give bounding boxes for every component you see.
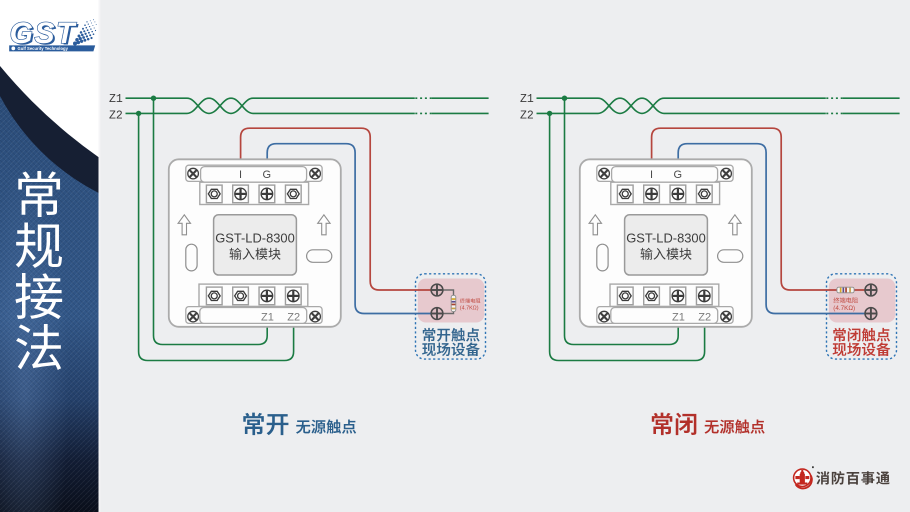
svg-text:(4.7KΩ): (4.7KΩ) — [833, 305, 855, 312]
svg-text:Gulf Security Technology: Gulf Security Technology — [18, 46, 69, 51]
svg-text:(4.7KΩ): (4.7KΩ) — [460, 305, 479, 311]
svg-text:Z1: Z1 — [261, 312, 274, 324]
svg-text:G: G — [263, 169, 272, 181]
svg-text:GST-LD-8300: GST-LD-8300 — [215, 231, 295, 246]
svg-text:Z2: Z2 — [287, 312, 300, 324]
svg-text:Z2: Z2 — [109, 110, 123, 123]
svg-text:I: I — [239, 169, 242, 181]
svg-text:Z1: Z1 — [109, 93, 123, 106]
svg-text:GST: GST — [10, 17, 78, 50]
